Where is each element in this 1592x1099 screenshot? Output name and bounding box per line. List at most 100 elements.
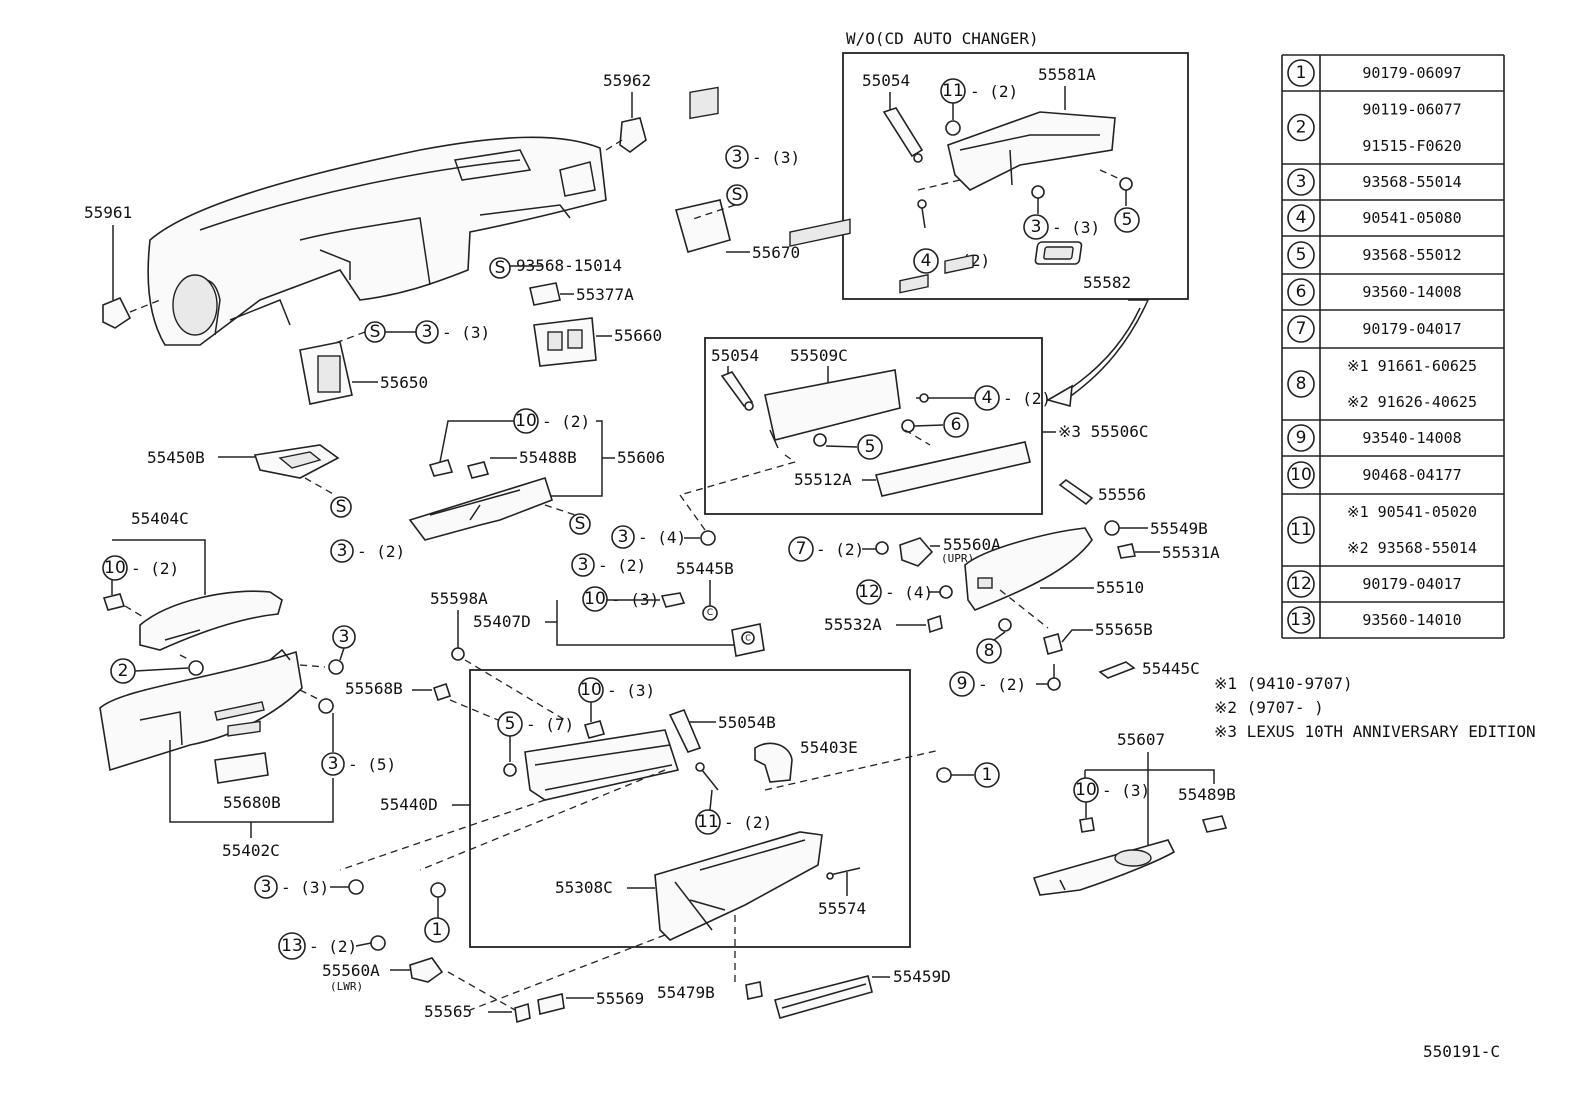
part-55403E-bracket[interactable] [754, 742, 793, 783]
part-55445B-bracket[interactable]: C [731, 623, 765, 657]
table-part-number: 93568-55014 [1362, 173, 1461, 191]
label-55556: 55556 [1098, 485, 1146, 504]
table-key-label: 11 [1290, 520, 1312, 540]
table-key-label: 8 [1296, 374, 1307, 394]
label-55650: 55650 [380, 373, 428, 392]
part-55488B-clip[interactable] [466, 461, 490, 479]
table-part-number: 91515-F0620 [1362, 137, 1461, 155]
table-key-3 [1287, 168, 1315, 196]
svg-text:3: 3 [732, 147, 743, 167]
callout-9 [949, 671, 975, 697]
label-55565: 55565 [424, 1002, 472, 1021]
table-part-number: 93560-14008 [1362, 283, 1461, 301]
svg-text:3: 3 [328, 754, 339, 774]
part-55404C-cover[interactable] [139, 590, 283, 651]
callout-12 [856, 579, 882, 605]
wo-cd-box [842, 52, 1189, 300]
part-55680B-tray[interactable] [214, 720, 269, 784]
svg-text:S: S [495, 258, 506, 278]
label-55961: 55961 [84, 203, 132, 222]
table-key-label: 3 [1296, 172, 1307, 192]
svg-text:S: S [336, 497, 347, 517]
svg-text:1: 1 [432, 920, 443, 940]
label-55560A-upr: 55560A [943, 535, 1001, 554]
callout-3-screw-4 [611, 525, 635, 549]
part-55670-vent[interactable] [674, 86, 731, 253]
part-55512A-panel[interactable] [874, 254, 1031, 497]
svg-text:3: 3 [337, 541, 348, 561]
callout-5-top [1114, 207, 1140, 233]
part-55531A-clip[interactable] [1117, 543, 1136, 559]
svg-text:C: C [707, 608, 713, 618]
svg-text:9: 9 [957, 674, 968, 694]
part-55450B-tray[interactable] [253, 444, 340, 479]
part-55459D-strip[interactable] [774, 975, 873, 1019]
svg-text:10: 10 [1075, 780, 1097, 800]
svg-text:6: 6 [951, 415, 962, 435]
label-55532A: 55532A [824, 615, 882, 634]
part-55440D-lid[interactable] [524, 729, 680, 801]
table-key-label: 12 [1290, 574, 1312, 594]
part-55510-door[interactable] [964, 527, 1093, 611]
label-55440D: 55440D [380, 795, 438, 814]
part-55560A-lwr-latch[interactable] [409, 957, 444, 983]
svg-text:- (3): - (3) [752, 148, 800, 167]
label-55488B: 55488B [519, 448, 577, 467]
part-55479B-clip[interactable] [745, 981, 763, 1000]
part-55660-switch[interactable] [533, 317, 597, 367]
part-55509C-panel[interactable] [764, 218, 901, 449]
part-55962-clip[interactable] [605, 117, 647, 153]
part-55489B-clip[interactable] [1201, 815, 1228, 833]
label-55377A: 55377A [576, 285, 634, 304]
clip-10-55607[interactable] [1079, 817, 1095, 833]
label-55660: 55660 [614, 326, 662, 345]
table-key-label: 6 [1296, 282, 1307, 302]
part-55569-pad[interactable] [537, 993, 565, 1015]
svg-text:5: 5 [1122, 210, 1133, 230]
part-55054-damper-top[interactable] [882, 107, 924, 163]
table-part-number: 90179-04017 [1362, 320, 1461, 338]
label-55479B: 55479B [657, 983, 715, 1002]
label-55509C: 55509C [790, 346, 848, 365]
label-55670: 55670 [752, 243, 800, 262]
label-lwr: (LWR) [330, 980, 363, 993]
part-55308C-glovebox[interactable] [654, 831, 823, 941]
svg-text:8: 8 [984, 641, 995, 661]
clip-10-cover[interactable] [102, 593, 126, 611]
svg-text:10: 10 [515, 411, 537, 431]
label-55510: 55510 [1096, 578, 1144, 597]
part-55565B-clip[interactable] [1043, 633, 1063, 655]
part-55568B-clip[interactable] [432, 682, 452, 702]
part-55377A-switch[interactable] [529, 282, 561, 306]
part-55607-plate[interactable] [1032, 839, 1176, 896]
part-55402C-panel[interactable] [99, 648, 303, 772]
part-55606-bracket[interactable] [408, 476, 553, 541]
svg-text:2: 2 [118, 661, 129, 681]
table-key-label: 1 [1296, 63, 1307, 83]
svg-text:3: 3 [261, 877, 272, 897]
callout-13 [278, 932, 306, 960]
part-55560A-upr-latch[interactable] [899, 537, 934, 567]
clip-10-glove[interactable] [660, 592, 686, 608]
part-55650-vent[interactable] [299, 341, 353, 405]
table-key-9 [1287, 424, 1315, 452]
clip-10-lid[interactable] [583, 720, 606, 739]
svg-text:- (4): - (4) [638, 528, 686, 547]
callout-s-vent [726, 184, 748, 206]
part-55532A-clip[interactable] [927, 614, 943, 634]
part-55581A-bracket[interactable] [947, 111, 1116, 191]
instrument-panel[interactable] [147, 136, 607, 346]
part-55961-clip[interactable] [102, 296, 161, 329]
clip-10-bracket[interactable] [428, 459, 454, 477]
svg-text:3: 3 [339, 627, 350, 647]
part-55445C-pad[interactable] [1098, 661, 1136, 679]
callout-10-cover [102, 555, 128, 581]
callout-4-top [913, 248, 939, 274]
table-part-number: ※2 93568-55014 [1347, 539, 1477, 557]
part-55582-pad[interactable] [1034, 241, 1083, 265]
part-55565-clip[interactable] [514, 1002, 531, 1024]
part-55054B-damper[interactable] [668, 708, 702, 753]
part-55556-rod[interactable] [1058, 478, 1094, 506]
part-55054-damper-mid[interactable] [720, 371, 754, 411]
